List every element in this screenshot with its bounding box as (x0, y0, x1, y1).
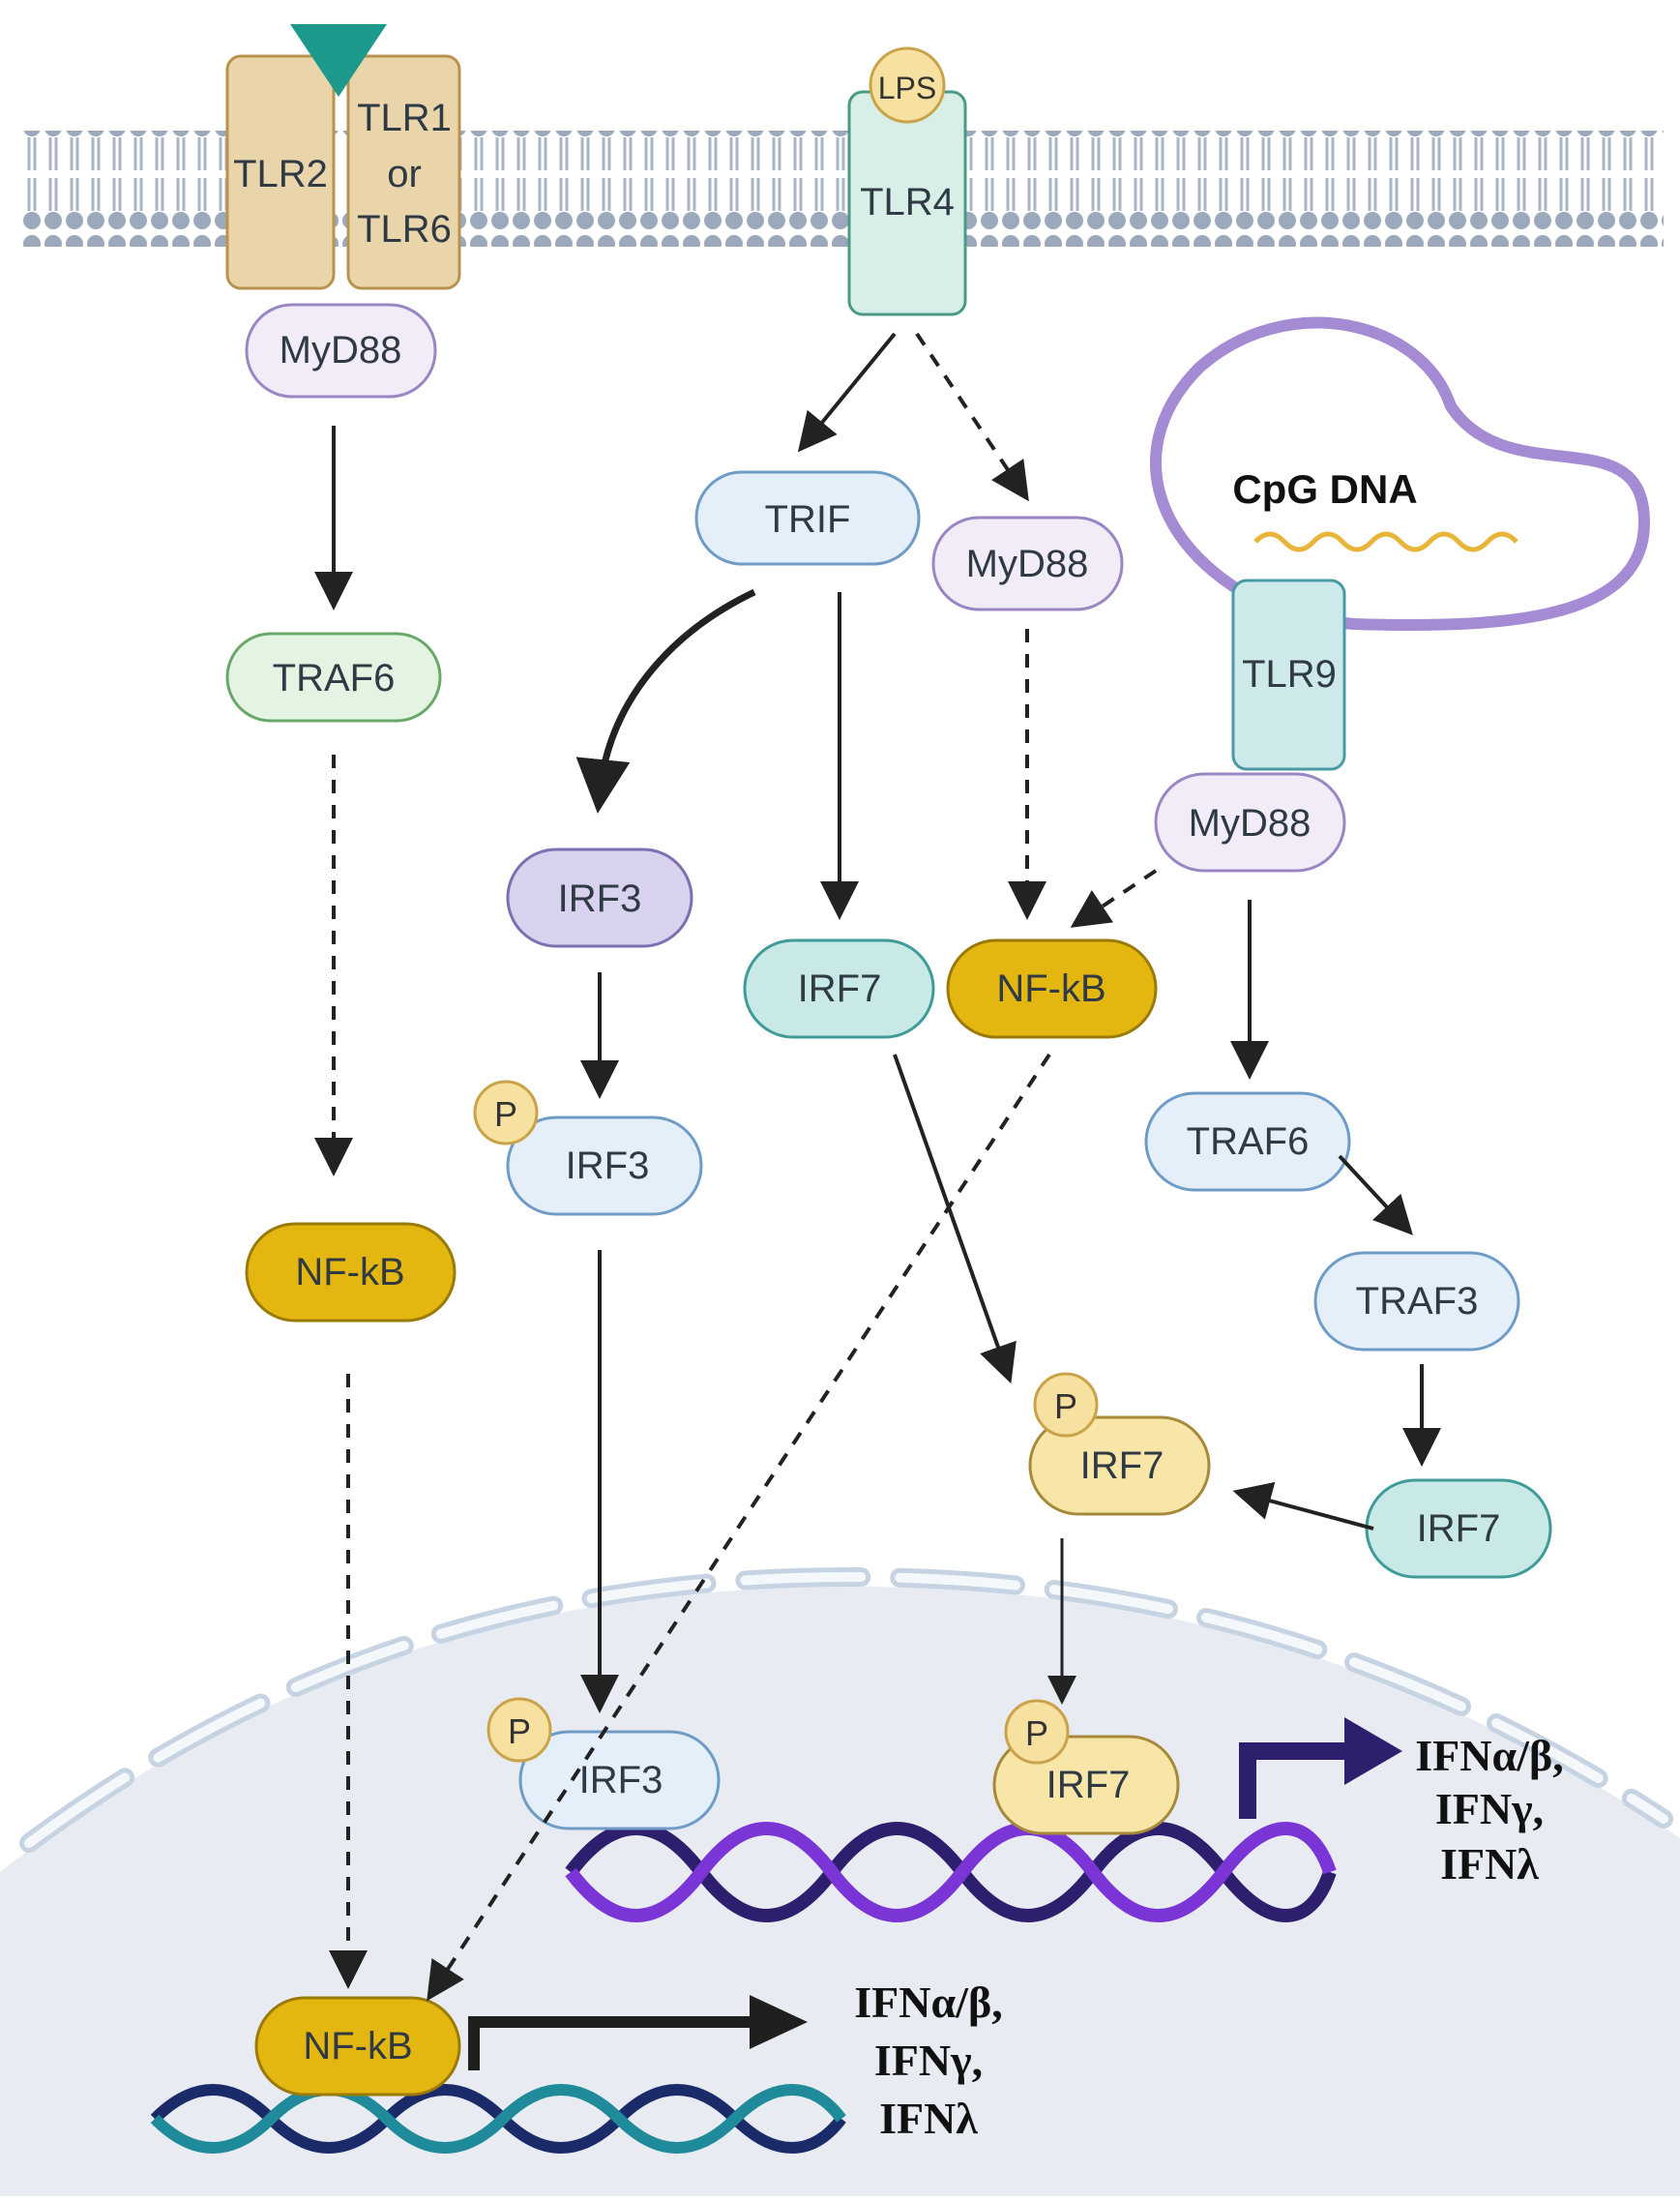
transcription-arrow-left (468, 2016, 754, 2070)
arrow-irf7-pirf7-tlr9 (1232, 1481, 1374, 1531)
endosome (1150, 316, 1651, 632)
irf3: IRF3 (506, 848, 693, 948)
svg-text:IRF7: IRF7 (798, 967, 882, 1010)
tlr2-label: TLR2 (233, 153, 328, 195)
p-irf3-cytoplasm: IRF3 P (473, 1080, 703, 1216)
tlr6-label: TLR6 (357, 208, 452, 251)
svg-text:NF-kB: NF-kB (303, 2025, 412, 2067)
dna-helix-left-b (150, 2084, 846, 2154)
arrow-irf7-pirf7 (893, 1054, 1017, 1384)
phosphate-icon (486, 1697, 552, 1763)
output-right-1: IFNα/β, (1415, 1731, 1563, 1780)
svg-text:P: P (1025, 1713, 1048, 1753)
svg-text:MyD88: MyD88 (966, 543, 1089, 585)
phosphate-icon (473, 1080, 539, 1145)
svg-text:P: P (1054, 1386, 1077, 1426)
svg-text:IRF7: IRF7 (1080, 1444, 1164, 1487)
nfkb-left: NF-kB (245, 1222, 457, 1323)
transcription-arrow-right (1239, 1742, 1354, 1819)
svg-text:P: P (494, 1094, 517, 1134)
traf3: TRAF3 (1313, 1251, 1520, 1352)
trif: TRIF (694, 470, 921, 566)
svg-text:TRAF6: TRAF6 (1187, 1120, 1310, 1163)
svg-text:IRF3: IRF3 (579, 1759, 663, 1801)
output-right-2: IFNγ, (1435, 1784, 1544, 1833)
arrow-traf6-traf3 (1338, 1154, 1413, 1235)
svg-text:P: P (508, 1711, 531, 1751)
arrow-nfkb-nucleus-diagonal (427, 1053, 1051, 2002)
p-irf7-cytoplasm: IRF7 P (1028, 1372, 1211, 1516)
phosphate-icon (1004, 1699, 1070, 1765)
cpg-dna-strand-icon (1253, 531, 1518, 552)
output-left-3: IFNλ (879, 2094, 978, 2143)
output-left-2: IFNγ, (874, 2036, 983, 2085)
svg-text:MyD88: MyD88 (1189, 802, 1312, 845)
p-irf7-nucleus: IRF7 P (992, 1699, 1180, 1835)
arrow-myd88tlr9-nfkb (1070, 869, 1158, 928)
output-left-1: IFNα/β, (854, 1978, 1002, 2027)
svg-text:IRF3: IRF3 (558, 877, 642, 920)
svg-text:TRAF6: TRAF6 (273, 657, 396, 699)
svg-text:IRF3: IRF3 (566, 1145, 650, 1187)
tlr2-receptor: TLR2 (225, 54, 336, 290)
myd88-tlr9: MyD88 (1154, 772, 1346, 873)
output-right-3: IFNλ (1440, 1839, 1539, 1889)
irf7-tlr9: IRF7 (1365, 1478, 1552, 1579)
dna-helix-right-b (565, 1822, 1337, 1922)
transcription-arrowhead-right (1344, 1717, 1402, 1785)
svg-text:TRAF3: TRAF3 (1356, 1280, 1479, 1323)
phosphate-icon (1033, 1372, 1099, 1438)
tlr9-receptor: TLR9 (1231, 579, 1346, 771)
lps-ligand: LPS (869, 46, 946, 124)
tlr9-label: TLR9 (1242, 653, 1337, 696)
nfkb-tlr4: NF-kB (946, 938, 1158, 1039)
p-irf3-nucleus: IRF3 P (486, 1697, 721, 1830)
traf6-tlr9: TRAF6 (1144, 1091, 1351, 1192)
transcription-arrowhead-left (750, 1995, 808, 2049)
svg-text:IRF7: IRF7 (1417, 1507, 1501, 1550)
ligand-triangle-icon (290, 24, 387, 97)
arrow-tlr4-myd88 (915, 332, 1029, 502)
irf7-tlr4: IRF7 (743, 938, 935, 1039)
tlr4-receptor: TLR4 (847, 90, 967, 316)
tlr4-label: TLR4 (860, 181, 955, 223)
arrow-trif-irf3 (575, 588, 756, 814)
lps-label: LPS (878, 71, 936, 105)
svg-text:IRF7: IRF7 (1046, 1764, 1131, 1806)
myd88-left: MyD88 (245, 303, 437, 399)
svg-text:MyD88: MyD88 (280, 329, 402, 372)
nfkb-nucleus: NF-kB (254, 1996, 461, 2097)
svg-text:NF-kB: NF-kB (295, 1251, 404, 1294)
tlr1-tlr6-receptor: TLR1 or TLR6 (346, 54, 461, 290)
cpg-dna-label: CpG DNA (1232, 466, 1417, 512)
traf6-left: TRAF6 (225, 632, 442, 723)
svg-text:TRIF: TRIF (765, 498, 851, 541)
arrow-tlr4-trif (797, 332, 897, 453)
or-label: or (387, 153, 422, 195)
tlr1-label: TLR1 (357, 97, 452, 139)
svg-text:NF-kB: NF-kB (996, 967, 1105, 1010)
myd88-tlr4: MyD88 (931, 516, 1124, 611)
